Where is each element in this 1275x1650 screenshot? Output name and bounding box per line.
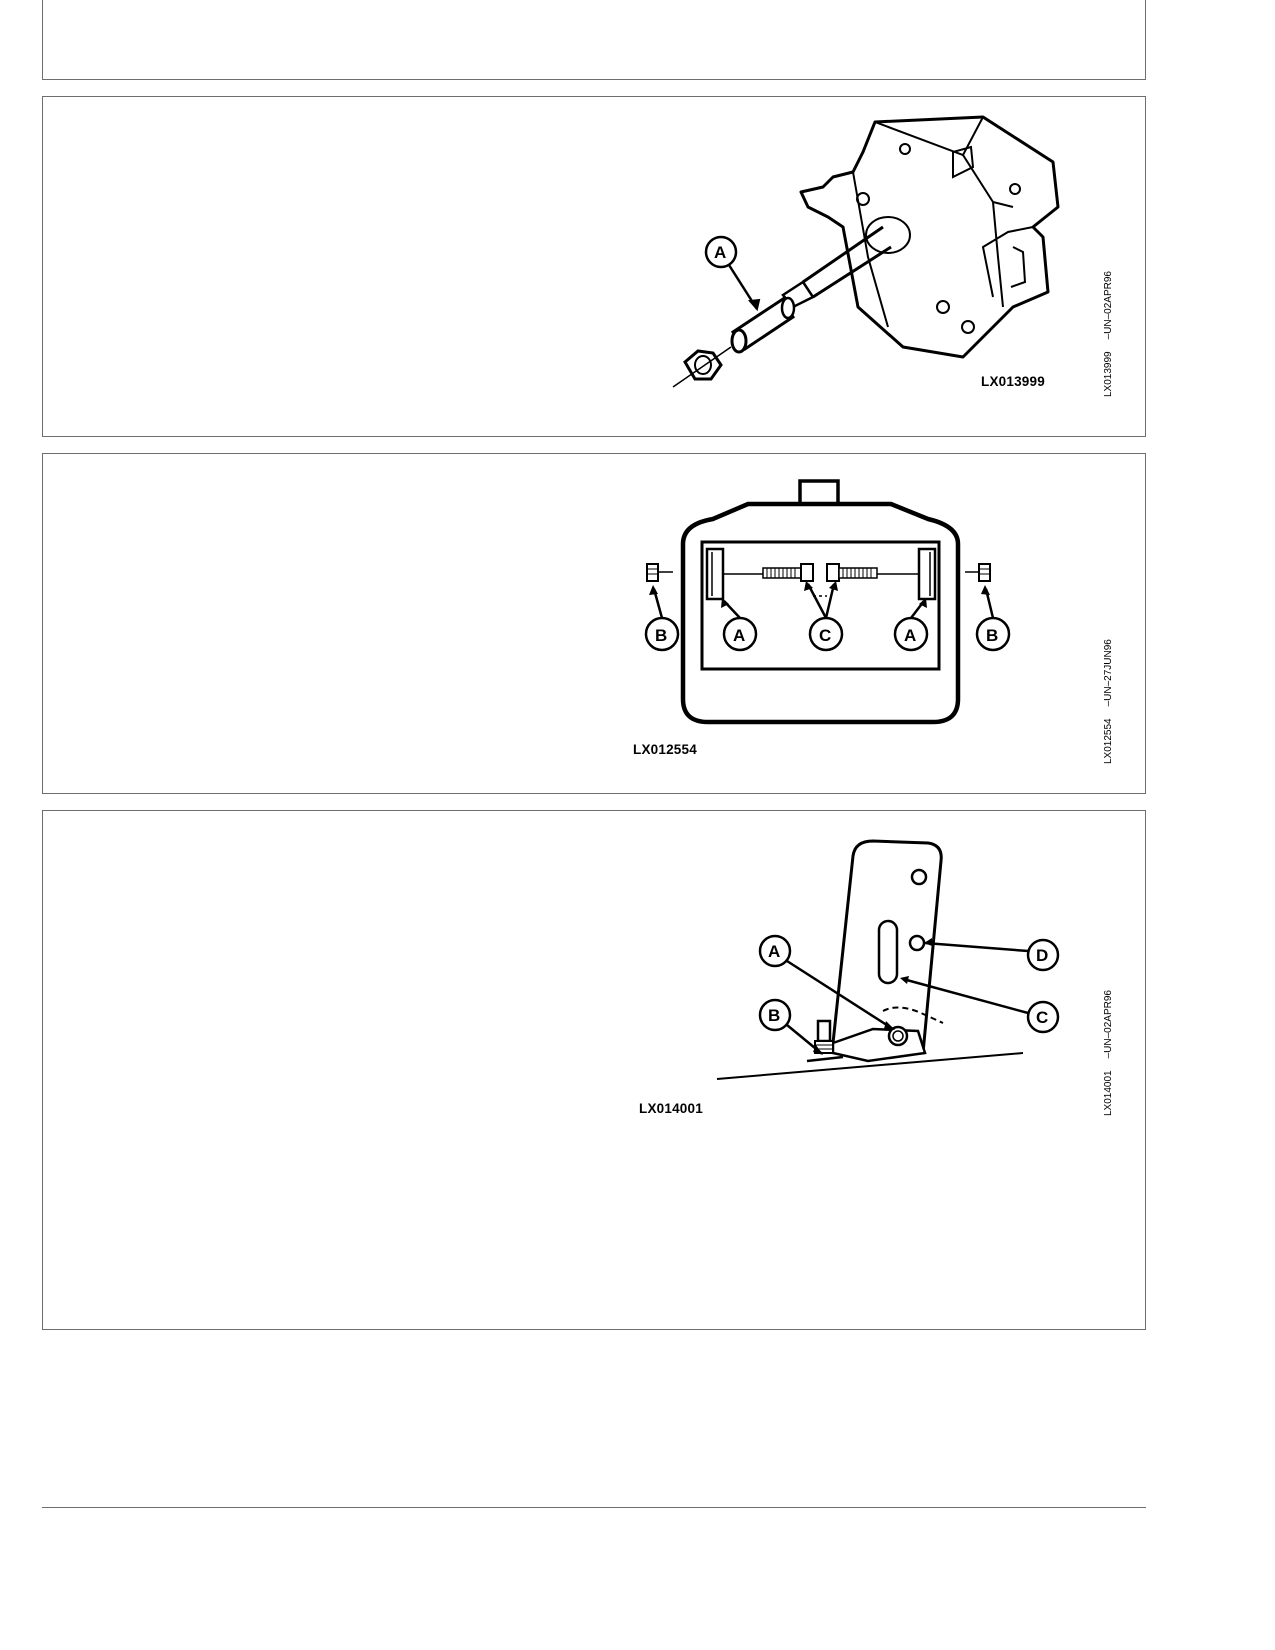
callout-d: D <box>1036 946 1048 965</box>
side-reference-code: LX014001 –UN–02APR96 <box>1103 990 1114 1116</box>
callout-a: A <box>768 942 780 961</box>
side-figure-code: LX013999 <box>1103 351 1114 397</box>
callout-b-left: B <box>655 626 667 645</box>
figure-section-lx013999: A LX013999 LX013999 –UN–02APR96 <box>42 96 1146 437</box>
callout-b: B <box>768 1006 780 1025</box>
callout-b-right: B <box>986 626 998 645</box>
side-figure-date: –UN–02APR96 <box>1103 271 1114 340</box>
empty-section-frame <box>42 0 1146 80</box>
side-reference-code: LX013999 –UN–02APR96 <box>1103 271 1114 397</box>
shaft-sleeve-illustration: A <box>672 115 1060 388</box>
figure-label: LX013999 <box>981 374 1045 389</box>
bracket-spring-illustration: B A C A B <box>644 479 1011 725</box>
side-figure-date: –UN–27JUN96 <box>1103 639 1114 707</box>
callout-a-right: A <box>904 626 916 645</box>
figure-section-lx014001: A B D C LX014001 LX014001 –UN–02APR96 <box>42 810 1146 1330</box>
side-reference-code: LX012554 –UN–27JUN96 <box>1103 639 1114 764</box>
callout-c: C <box>1036 1008 1048 1027</box>
side-figure-code: LX012554 <box>1103 718 1114 764</box>
page-bottom-rule <box>42 1507 1146 1508</box>
side-figure-code: LX014001 <box>1103 1070 1114 1116</box>
callout-a-left: A <box>733 626 745 645</box>
adjustment-plate-illustration: A B D C <box>716 839 1060 1080</box>
callout-c: C <box>819 626 831 645</box>
callout-a: A <box>714 243 726 262</box>
figure-label: LX012554 <box>633 742 697 757</box>
figure-section-lx012554: B A C A B LX012554 LX012554 –UN–27JUN96 <box>42 453 1146 794</box>
side-figure-date: –UN–02APR96 <box>1103 990 1114 1059</box>
figure-label: LX014001 <box>639 1101 703 1116</box>
